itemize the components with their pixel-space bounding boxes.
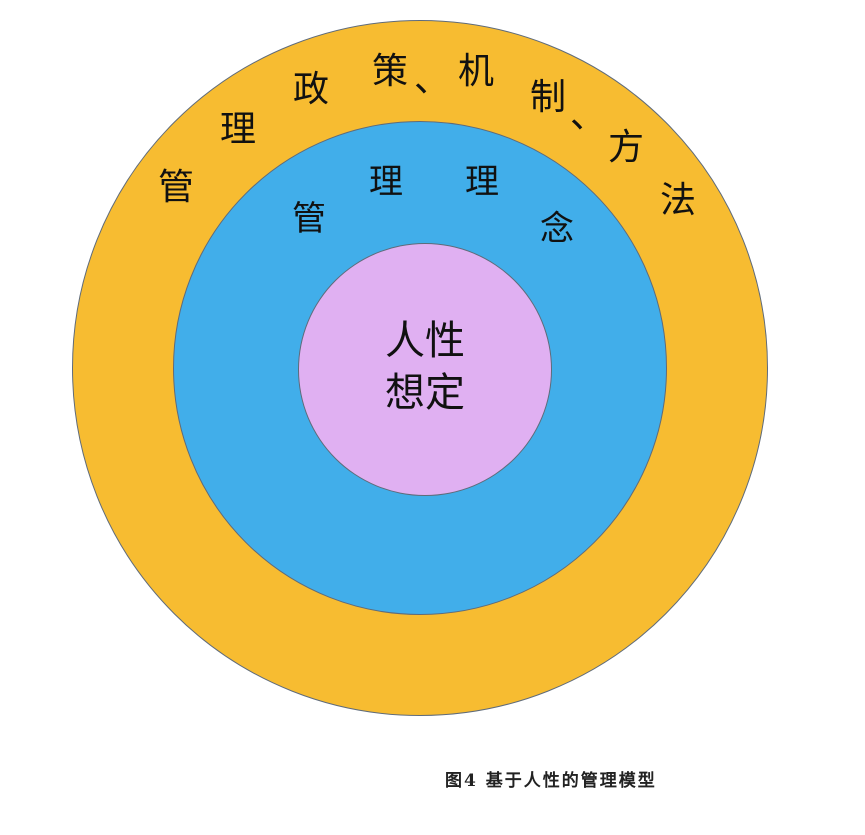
outer-label-char: 方 [607,127,645,168]
outer-label-char: 、 [413,59,451,100]
middle-label-char: 理 [369,162,403,202]
inner-circle [298,243,552,496]
middle-label-char: 理 [465,162,499,202]
outer-label-char: 、 [569,95,607,136]
outer-label-char: 策 [371,51,409,92]
middle-label-char: 管 [292,199,326,239]
core-label: 人性 想定 [385,315,465,419]
figure-caption: 图4 基于人性的管理模型 [445,771,657,791]
outer-label-char: 管 [157,167,195,208]
outer-label-char: 制 [529,77,567,118]
core-line-2: 想定 [385,370,465,416]
core-line-1: 人性 [385,318,465,364]
outer-label-char: 政 [292,69,330,110]
outer-label-char: 理 [219,109,257,150]
outer-label-char: 机 [457,51,495,92]
middle-label-char: 念 [540,209,574,249]
outer-label-char: 法 [659,180,697,221]
